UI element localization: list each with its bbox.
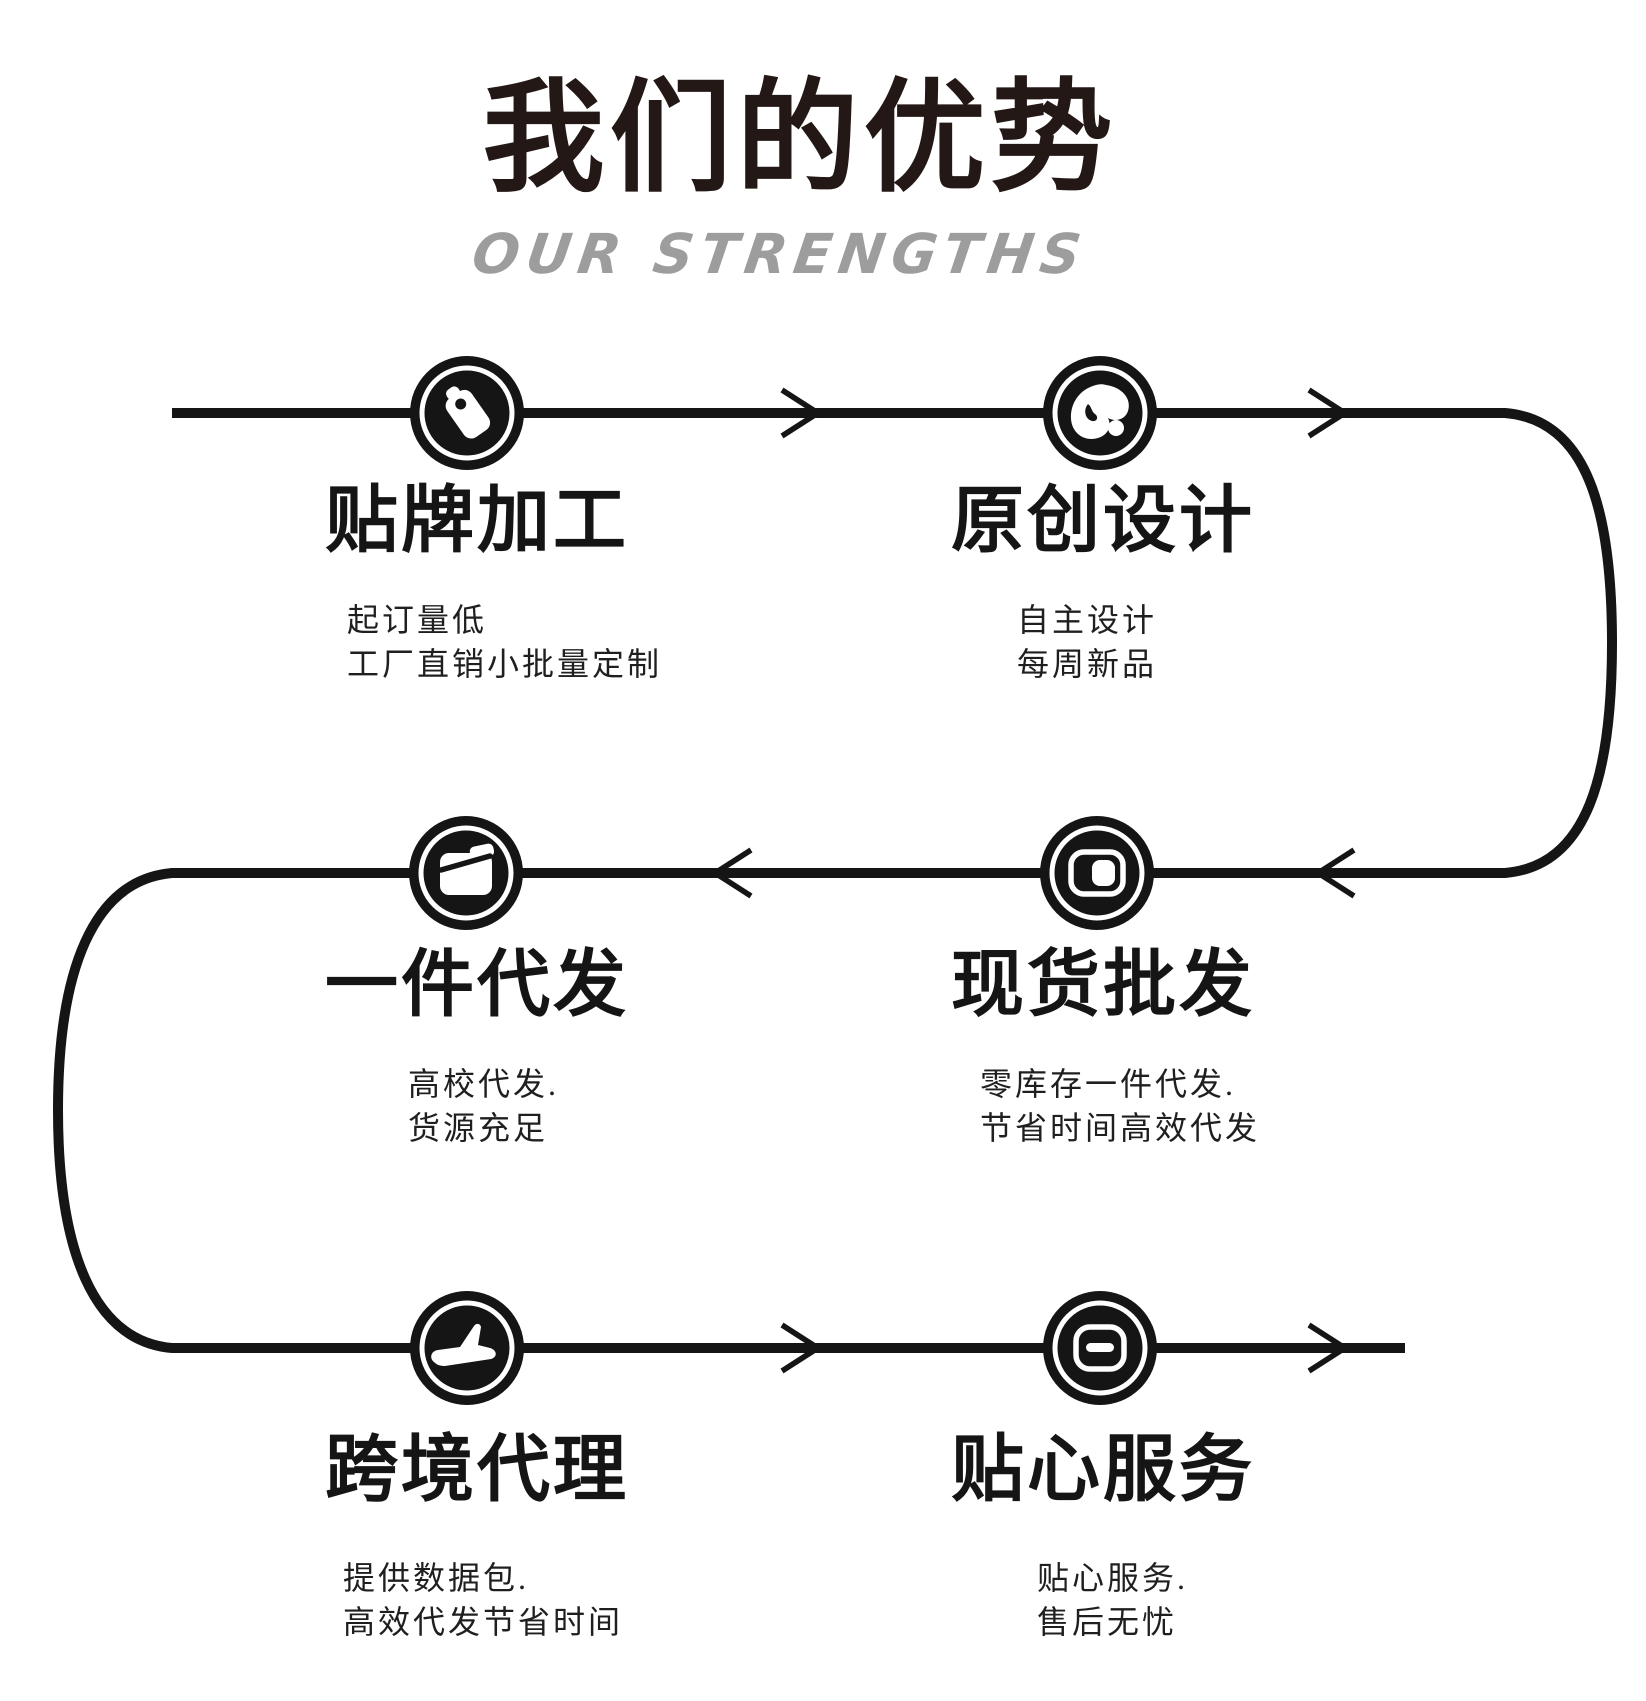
plane-icon (410, 1291, 524, 1405)
flow-spine (52, 408, 1618, 1353)
arrow-right-icon (780, 387, 823, 439)
tag-icon (410, 356, 524, 470)
node-desc: 高校代发. 货源充足 (408, 1062, 559, 1150)
node-desc: 贴心服务. 售后无忧 (1037, 1556, 1188, 1644)
page-title: 我们的优势 (482, 70, 1118, 206)
node-desc-line: 每周新品 (1017, 646, 1158, 682)
arrow-right-icon (1307, 1322, 1350, 1374)
node-badge (409, 1290, 525, 1406)
node-desc-line: 起订量低 (347, 602, 488, 638)
node-desc-line: 高效代发节省时间 (343, 1604, 624, 1640)
node-desc: 提供数据包. 高效代发节省时间 (343, 1556, 623, 1644)
node-desc-line: 零库存一件代发. (980, 1066, 1237, 1102)
package-icon (409, 816, 523, 930)
node-desc: 起订量低 工厂直销小批量定制 (347, 598, 662, 686)
node-title: 跨境代理 (325, 1429, 629, 1510)
node-title: 贴牌加工 (325, 480, 629, 561)
node-desc-line: 贴心服务. (1037, 1560, 1189, 1596)
node-desc-line: 提供数据包. (343, 1560, 530, 1596)
node-badge (409, 355, 525, 471)
card-icon (1043, 1291, 1157, 1405)
node-badge (1042, 355, 1158, 471)
node-desc-line: 节省时间高效代发 (980, 1110, 1261, 1146)
node-desc: 自主设计 每周新品 (1017, 598, 1157, 686)
node-title: 现货批发 (951, 944, 1255, 1025)
coin-icon (1040, 816, 1154, 930)
node-badge (408, 815, 524, 931)
node-badge (1042, 1290, 1158, 1406)
node-title: 一件代发 (325, 944, 629, 1025)
node-badge (1039, 815, 1155, 931)
arrow-left-icon (1313, 847, 1356, 899)
node-desc-line: 高校代发. (408, 1066, 560, 1102)
palette-icon (1043, 356, 1157, 470)
node-title: 原创设计 (951, 480, 1255, 561)
node-desc-line: 售后无忧 (1037, 1604, 1178, 1640)
node-desc-line: 货源充足 (408, 1110, 549, 1146)
node-desc-line: 自主设计 (1017, 602, 1158, 638)
node-desc-line: 工厂直销小批量定制 (347, 646, 663, 682)
node-title: 贴心服务 (951, 1429, 1255, 1510)
node-desc: 零库存一件代发. 节省时间高效代发 (980, 1062, 1260, 1150)
arrow-right-icon (1307, 387, 1350, 439)
arrow-right-icon (780, 1322, 823, 1374)
arrow-left-icon (710, 847, 753, 899)
